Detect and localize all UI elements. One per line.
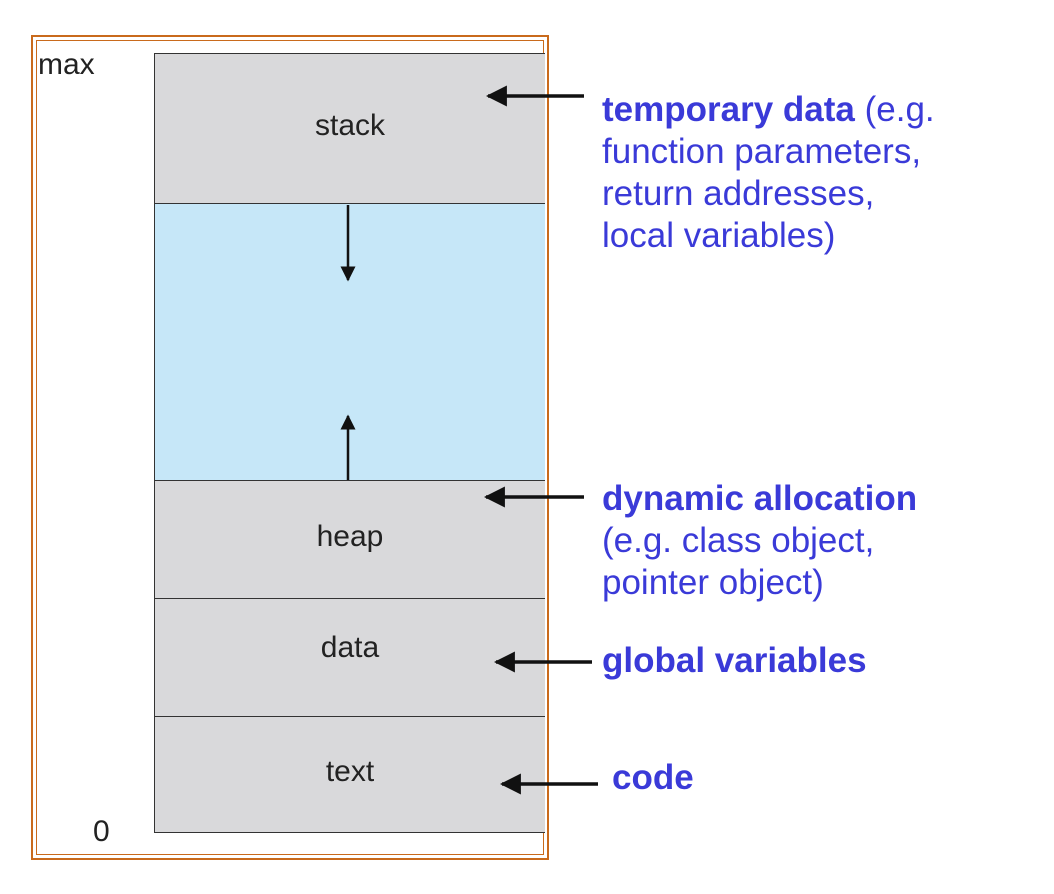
text-segment: text [155,716,545,833]
stack-segment: stack [155,53,545,203]
address-max-label: max [38,48,95,81]
heap-description-line1: dynamic allocation [602,478,1042,520]
data-description-title: global variables [602,641,867,680]
stack-description: temporary data (e.g. function parameters… [602,89,1042,257]
text-description: code [612,757,912,799]
text-description-title: code [612,758,694,797]
heap-description-line3: pointer object) [602,563,824,602]
heap-description: dynamic allocation (e.g. class object, p… [602,478,1042,604]
heap-description-title: dynamic allocation [602,479,918,518]
free-space-segment [155,203,545,480]
stack-description-line4: local variables) [602,216,836,255]
outer-frame [31,35,549,860]
data-description: global variables [602,640,1042,682]
heap-description-line2: (e.g. class object, [602,521,875,560]
text-segment-label: text [325,754,375,788]
stack-description-line1: temporary data (e.g. [602,89,1042,131]
heap-segment-label: heap [316,519,384,553]
heap-segment: heap [155,480,545,598]
address-zero-label: 0 [93,815,110,848]
data-segment: data [155,598,545,716]
stack-description-title: temporary data [602,90,855,129]
stack-description-line3: return addresses, [602,174,875,213]
stack-description-eg: (e.g. [854,90,935,129]
stack-description-line2: function parameters, [602,132,922,171]
data-segment-label: data [320,630,380,664]
memory-column: stack heap data text [154,53,545,833]
stack-segment-label: stack [314,108,386,142]
